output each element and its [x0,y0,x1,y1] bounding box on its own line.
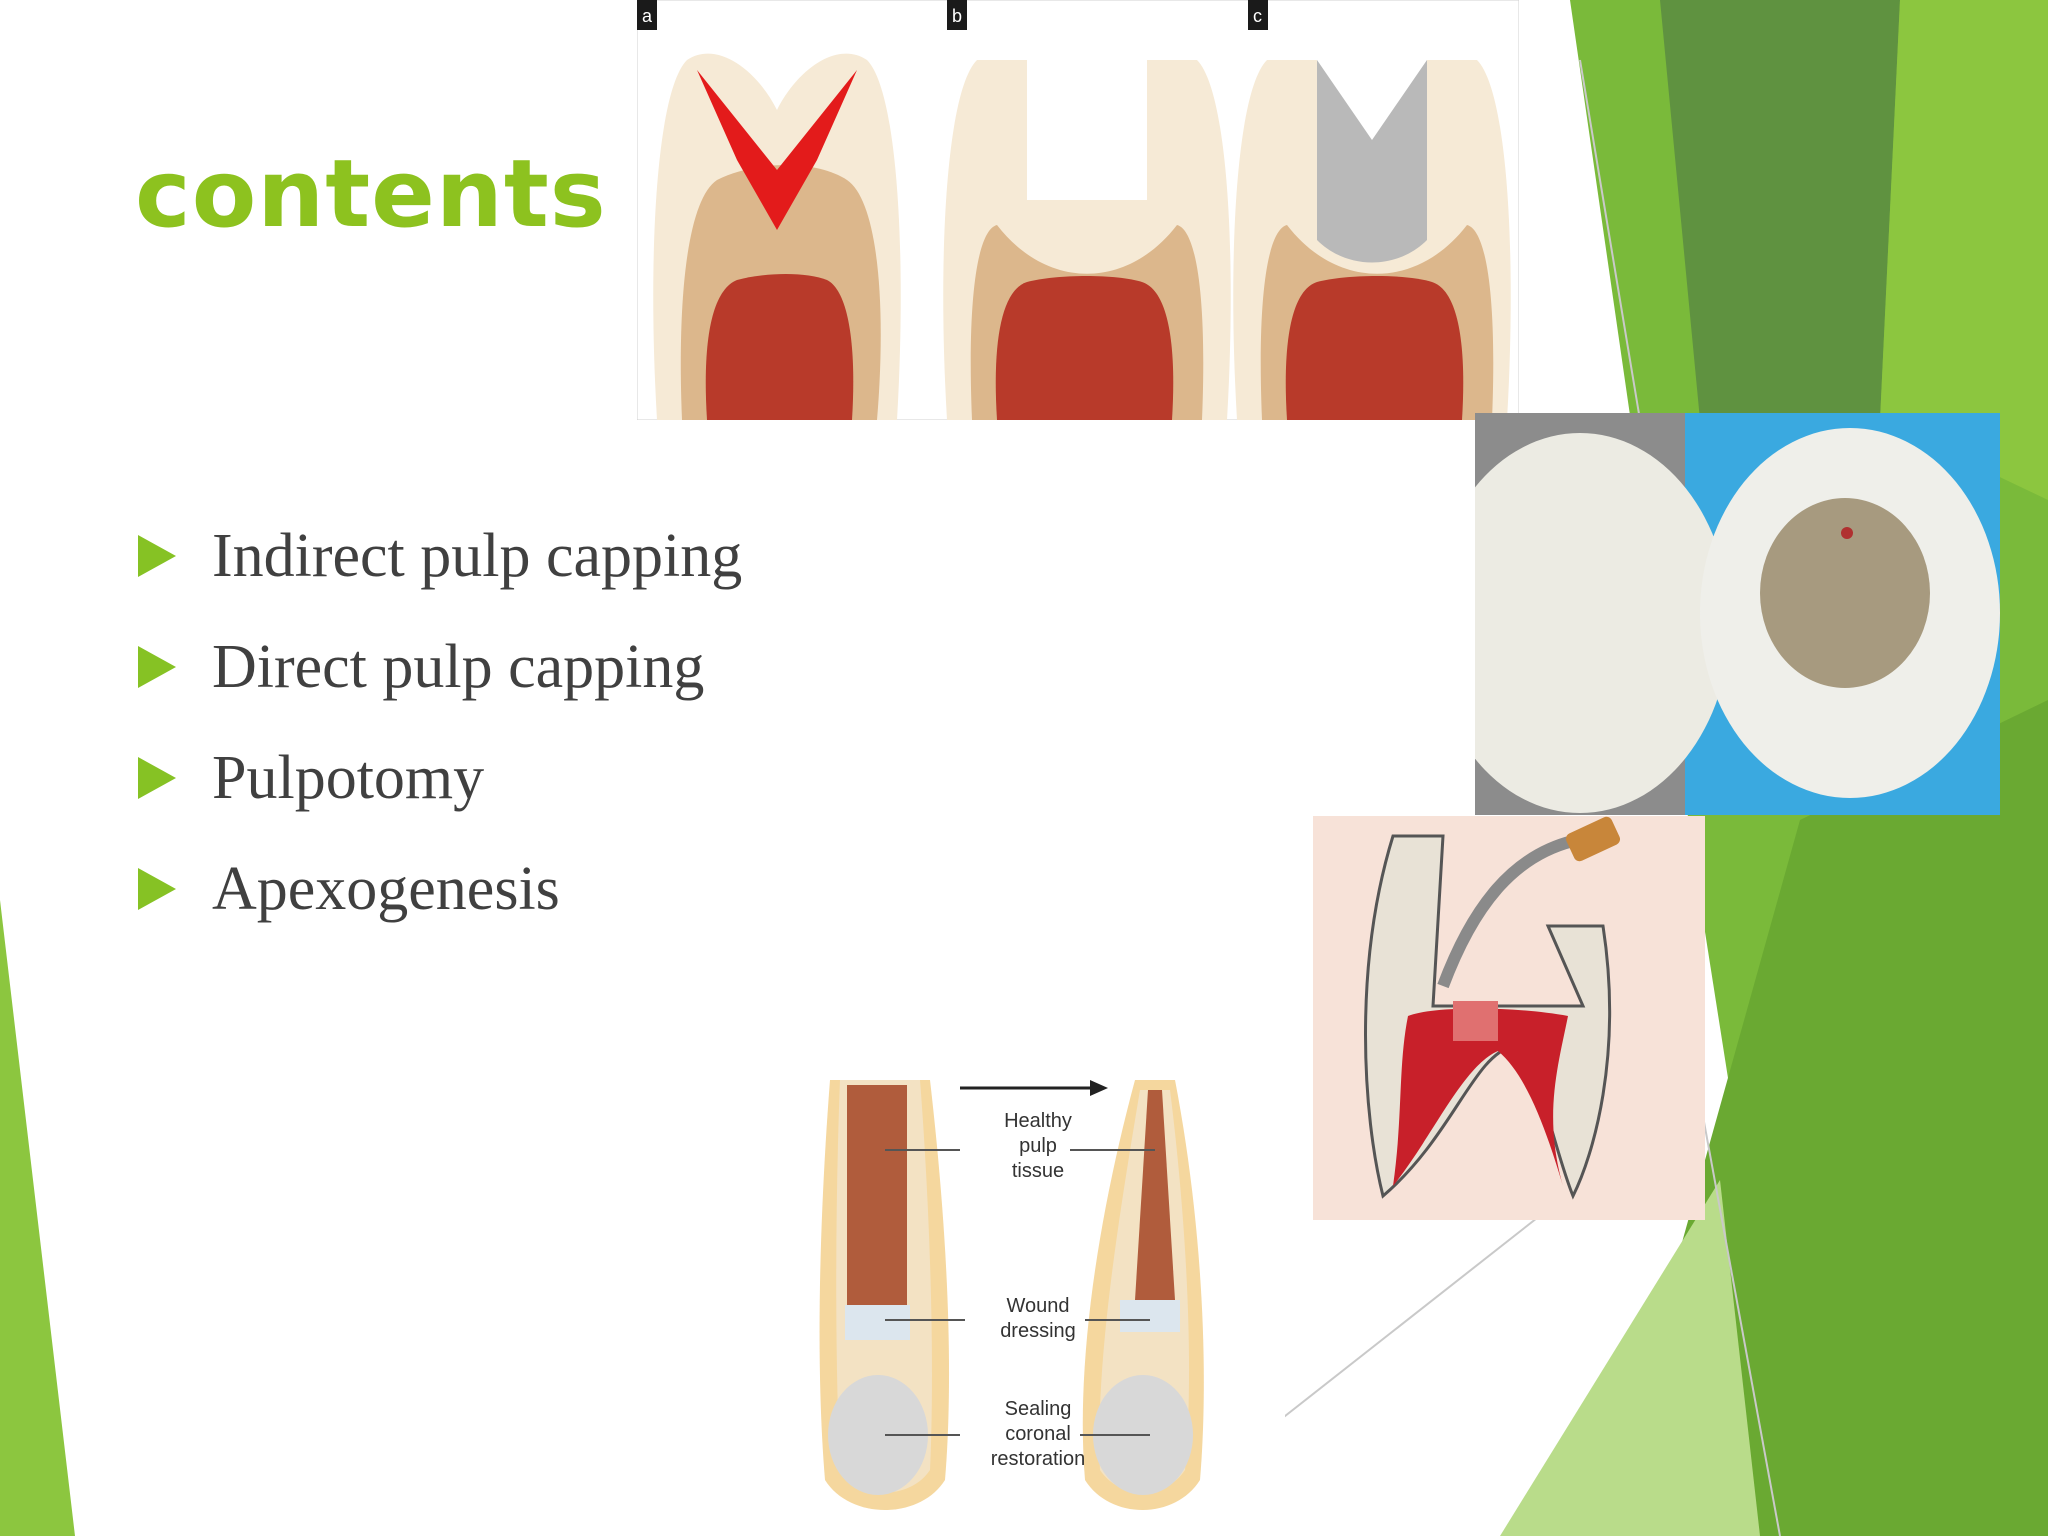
right-dark-green-band [1660,0,1900,420]
diagram-label: tissue [1012,1160,1064,1182]
tooth-a-illustration [653,53,901,420]
triangle-bullet-icon [138,867,176,910]
diagram-label: restoration [991,1448,1086,1470]
list-item-label: Direct pulp capping [212,632,705,701]
tooth-c-illustration [1233,60,1511,420]
right-light-green-band [1880,0,2048,500]
slide-title: contents [135,140,607,249]
list-item-label: Apexogenesis [212,854,560,923]
triangle-bullet-icon [138,534,176,577]
list-item: Direct pulp capping [138,611,742,722]
clinical-molar-photo [1475,413,2000,815]
triangle-bullet-icon [138,756,176,799]
stage-label-b: b [952,6,962,26]
tooth-b-illustration [943,60,1231,420]
list-item: Pulpotomy [138,722,742,833]
diagram-label: dressing [1000,1320,1076,1342]
left-green-wedge [0,0,75,1536]
diagram-label: Sealing [1005,1398,1072,1420]
diagram-label: Healthy [1004,1110,1072,1132]
triangle-bullet-icon [138,645,176,688]
stage-label-a: a [642,6,653,26]
diagram-label: pulp [1019,1135,1057,1157]
list-item: Apexogenesis [138,833,742,944]
contents-list: Indirect pulp capping Direct pulp cappin… [138,500,742,944]
diagram-label: Wound [1006,1295,1069,1317]
pulpotomy-tooth-diagram [1313,816,1705,1220]
stage-label-c: c [1253,6,1262,26]
list-item: Indirect pulp capping [138,500,742,611]
diagram-label: coronal [1005,1423,1071,1445]
list-item-label: Indirect pulp capping [212,521,743,590]
pulp-wound-dressing-diagram: Healthy pulp tissue Wound dressing Seali… [780,1060,1285,1536]
list-item-label: Pulpotomy [212,743,485,812]
tooth-stages-image: a b c [637,0,1519,420]
right-pale-green-wedge [1500,1180,1760,1536]
